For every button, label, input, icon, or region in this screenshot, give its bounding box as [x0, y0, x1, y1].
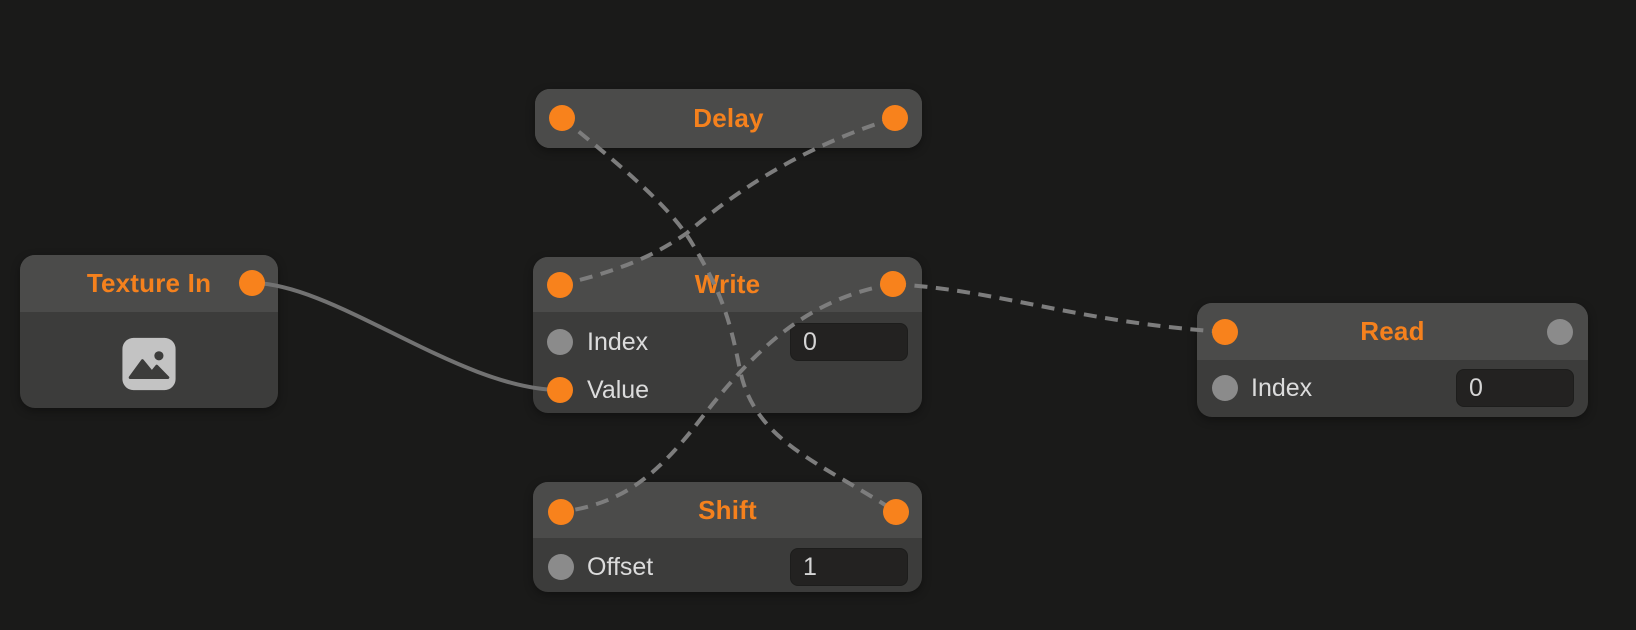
- cable-texture-in-to-write-value[interactable]: [251, 281, 561, 392]
- shift-offset-input[interactable]: [790, 548, 908, 586]
- read-index-input[interactable]: [1456, 369, 1574, 407]
- write-value-label: Value: [587, 375, 650, 404]
- write-header[interactable]: Write: [533, 257, 922, 312]
- write-index-port[interactable]: [547, 329, 573, 355]
- shift-offset-row: Offset: [533, 543, 922, 591]
- read-title: Read: [1360, 316, 1425, 346]
- write-value-port[interactable]: [547, 377, 573, 403]
- write-index-input[interactable]: [790, 323, 908, 361]
- read-header[interactable]: Read: [1197, 303, 1588, 360]
- node-delay[interactable]: Delay: [535, 89, 922, 148]
- write-title: Write: [694, 269, 761, 299]
- delay-output-port[interactable]: [882, 105, 908, 131]
- shift-title: Shift: [698, 494, 757, 525]
- texture-in-title: Texture In: [86, 268, 212, 298]
- shift-offset-port[interactable]: [548, 554, 574, 580]
- delay-input-port[interactable]: [549, 105, 575, 131]
- write-index-row: Index: [533, 318, 922, 366]
- read-index-row: Index: [1197, 364, 1588, 412]
- delay-title: Delay: [693, 103, 764, 133]
- texture-in-header[interactable]: Texture In: [20, 255, 278, 312]
- read-output-port[interactable]: [1547, 319, 1573, 345]
- write-body: Index Value: [533, 312, 922, 414]
- node-read[interactable]: Read Index: [1197, 303, 1588, 417]
- node-shift[interactable]: Shift Offset: [533, 482, 922, 592]
- shift-header[interactable]: Shift: [533, 482, 922, 538]
- shift-input-port[interactable]: [548, 499, 574, 525]
- image-icon: [20, 312, 278, 393]
- shift-offset-label: Offset: [587, 552, 654, 581]
- write-input-port[interactable]: [547, 272, 573, 298]
- delay-header[interactable]: Delay: [535, 89, 922, 148]
- shift-output-port[interactable]: [883, 499, 909, 525]
- read-input-port[interactable]: [1212, 319, 1238, 345]
- shift-body: Offset: [533, 538, 922, 591]
- write-index-label: Index: [587, 327, 649, 356]
- texture-in-output-port[interactable]: [239, 270, 265, 296]
- write-output-port[interactable]: [880, 271, 906, 297]
- write-value-row: Value: [533, 366, 922, 414]
- texture-in-body: [20, 312, 278, 408]
- read-index-label: Index: [1251, 373, 1313, 402]
- cable-write-output-to-read-input[interactable]: [892, 282, 1226, 334]
- read-index-port[interactable]: [1212, 375, 1238, 401]
- node-texture-in[interactable]: Texture In: [20, 255, 278, 408]
- read-body: Index: [1197, 360, 1588, 412]
- node-write[interactable]: Write Index Value: [533, 257, 922, 413]
